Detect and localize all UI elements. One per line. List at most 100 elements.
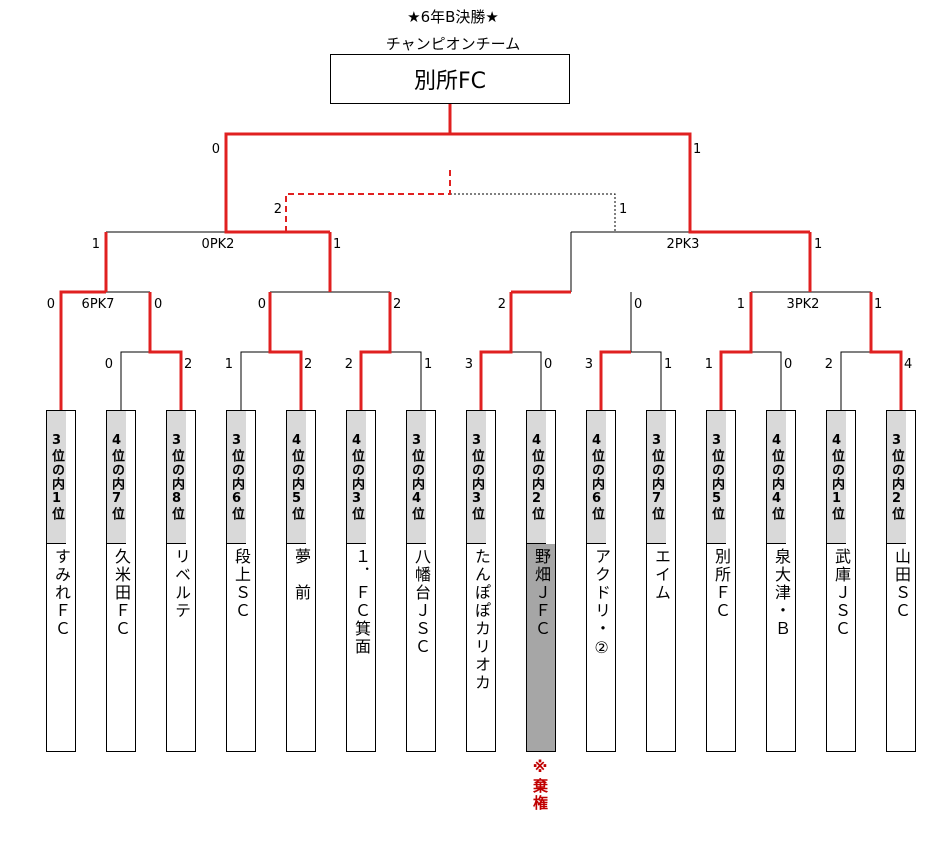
line-loss [751,351,782,410]
score: 2 [345,357,353,372]
team-seed: 3位の内6位 [227,411,246,544]
third-place-win [285,166,451,232]
line-win [148,292,183,410]
score: 0 [154,297,162,312]
team-name: 別所ＦＣ [712,548,731,620]
pk-score: 3PK2 [787,297,820,312]
team-box: 4位の内5位 夢 前 [286,410,316,752]
team-name: 野畑ＪＦＣ [527,544,555,751]
pk-score: 0PK2 [202,237,235,252]
team-seed: 4位の内6位 [587,411,606,544]
team-box: 4位の内7位 久米田ＦＣ [106,410,136,752]
team-seed: 3位の内1位 [47,411,66,544]
team-name: 夢 前 [292,548,311,602]
line-loss [511,351,542,410]
score: 3 [465,357,473,372]
line-win [59,290,106,410]
third-place-score: 1 [619,202,627,217]
team-box: 3位の内4位 八幡台ＪＳＣ [406,410,436,752]
score: 2 [184,357,192,372]
pk-score: 2PK3 [667,237,700,252]
score: 3 [585,357,593,372]
tournament-title: ★6年B決勝★ [407,8,499,26]
score: 0 [784,357,792,372]
score: 4 [904,357,912,372]
bracket-lines-win [59,104,903,410]
pk-score: 6PK7 [82,297,115,312]
team-seed: 3位の内7位 [647,411,666,544]
line-win [450,132,810,234]
team-seed: 4位の内3位 [347,411,366,544]
team-name: 八幡台ＪＳＣ [412,548,431,656]
champion-name: 別所FC [413,69,487,94]
line-win-dashed [285,166,451,232]
team-seed: 3位の内2位 [887,411,906,544]
team-box: 3位の内7位 エイム [646,410,676,752]
line-win [869,292,903,410]
team-seed: 4位の内1位 [827,411,846,544]
line-win [359,292,392,410]
team-box: 3位の内5位 別所ＦＣ [706,410,736,752]
team-name: 山田ＳＣ [892,548,911,620]
team-seed: 3位の内5位 [707,411,726,544]
line-win [719,292,753,410]
team-seed: 4位の内4位 [767,411,786,544]
line-loss [390,351,422,410]
third-place-loss [450,193,616,232]
line-loss-dashed [450,193,616,232]
team-seed: 3位の内8位 [167,411,186,544]
score: 0 [258,297,266,312]
team-seed: 4位の内5位 [287,411,306,544]
team-name: すみれＦＣ [52,548,71,638]
forfeit-note: ※棄権 [531,758,549,812]
team-seed: 3位の内3位 [467,411,486,544]
team-name: エイム [652,548,671,602]
bracket-lines-loss [106,134,871,410]
team-name: 段上ＳＣ [232,548,251,620]
line-loss [840,351,871,410]
team-box-forfeit: 4位の内2位 野畑ＪＦＣ [526,410,556,752]
score: 1 [92,237,100,252]
score: 1 [333,237,341,252]
team-box: 4位の内1位 武庫ＪＳＣ [826,410,856,752]
line-loss [240,351,270,410]
score: 0 [544,357,552,372]
team-box: 3位の内2位 山田ＳＣ [886,410,916,752]
team-box: 4位の内3位 １．ＦＣ箕面 [346,410,376,752]
score: 2 [304,357,312,372]
team-name: １．ＦＣ箕面 [352,548,371,656]
line-win [479,292,513,410]
team-box: 4位の内4位 泉大津・Ｂ [766,410,796,752]
line-loss [631,351,662,410]
team-name: アクドリ・② [592,548,611,659]
score: 1 [424,357,432,372]
score: 1 [874,297,882,312]
team-box: 4位の内6位 アクドリ・② [586,410,616,752]
score: 1 [814,237,822,252]
score: 1 [705,357,713,372]
team-box: 3位の内3位 たんぽぽカリオカ [466,410,496,752]
team-name: たんぽぽカリオカ [472,548,491,692]
champion-caption: チャンピオンチーム [385,35,521,53]
champion-box: 別所FC [330,54,570,104]
team-name: 泉大津・Ｂ [772,548,791,638]
team-name: 久米田ＦＣ [112,548,131,638]
final-score: 0 [212,142,220,157]
line-win [599,350,631,410]
team-seed: 4位の内2位 [527,411,546,544]
score: 0 [105,357,113,372]
team-box: 3位の内1位 すみれＦＣ [46,410,76,752]
team-box: 3位の内8位 リベルテ [166,410,196,752]
line-win [224,104,452,234]
team-box: 3位の内6位 段上ＳＣ [226,410,256,752]
final-score: 1 [693,142,701,157]
third-place-score: 2 [274,202,282,217]
score: 2 [393,297,401,312]
team-seed: 3位の内4位 [407,411,426,544]
score-labels: 0 2 1 2 2 1 3 0 3 1 1 0 2 4 0 6PK7 0 0 2… [47,142,913,372]
team-seed: 4位の内7位 [107,411,126,544]
team-name: 武庫ＪＳＣ [832,548,851,638]
team-name: リベルテ [172,548,191,620]
line-win [268,292,303,410]
